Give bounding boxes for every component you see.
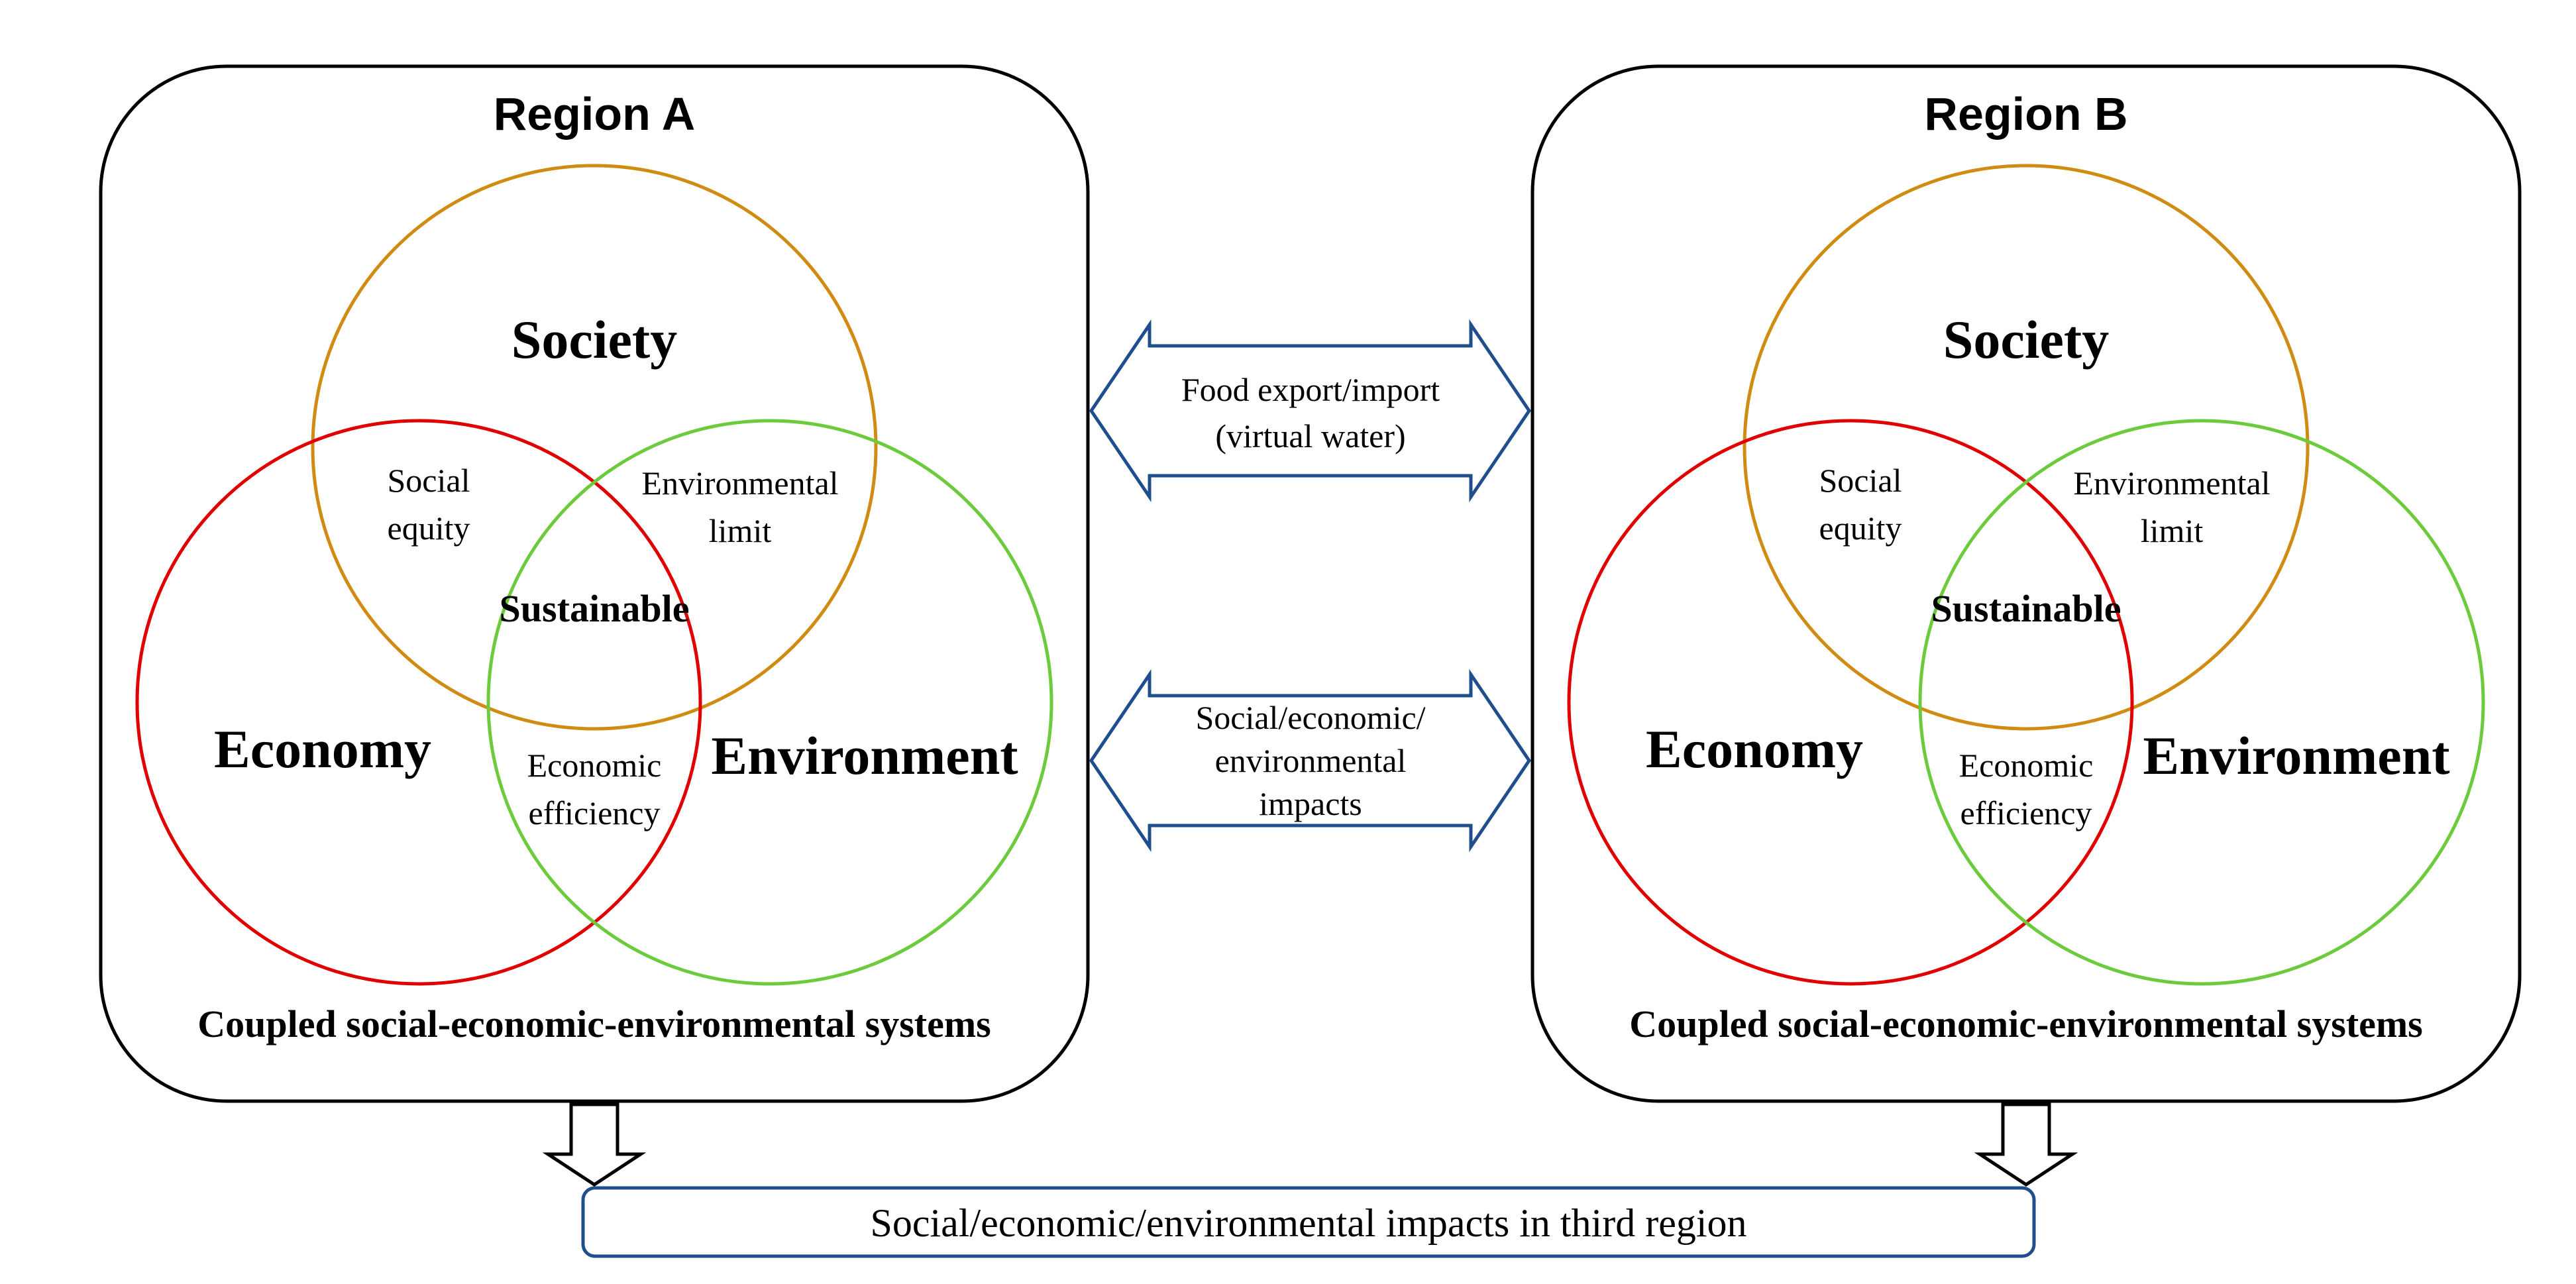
region-b-society-circle — [1743, 164, 2310, 731]
region-b-caption: Coupled social-economic-environmental sy… — [1629, 1002, 2423, 1045]
region-b-sustainable-label: Sustainable — [1931, 587, 2121, 630]
region-b-environment-label: Environment — [2143, 725, 2449, 786]
trade-arrow-line1: Food export/import — [1181, 371, 1440, 408]
region-b-economy-label: Economy — [1646, 719, 1863, 779]
impacts-arrow-line1: Social/economic/ — [1195, 699, 1425, 736]
region-b-econ-eff-line1: Economic — [1959, 747, 2094, 784]
trade-double-arrow — [1089, 319, 1532, 503]
region-b: Region B Society Economy Environment Soc… — [1530, 64, 2522, 1103]
region-a-econ-eff-line2: efficiency — [529, 794, 661, 831]
region-b-env-limit-line1: Environmental — [2073, 464, 2270, 502]
region-a-env-limit-line2: limit — [709, 512, 772, 549]
region-a-environment-circle — [486, 419, 1053, 986]
region-b-society-label: Society — [1943, 309, 2109, 370]
region-a-society-label: Society — [511, 309, 677, 370]
region-a-down-arrow — [542, 1102, 647, 1187]
trade-arrow-line2: (virtual water) — [1215, 417, 1405, 455]
region-a-caption: Coupled social-economic-environmental sy… — [197, 1002, 991, 1045]
region-a-economy-label: Economy — [214, 719, 431, 779]
region-b-economy-circle — [1567, 419, 2134, 986]
region-b-econ-eff-line2: efficiency — [1960, 794, 2092, 831]
impacts-arrow-line2: environmental — [1215, 742, 1407, 779]
region-b-down-arrow — [1974, 1102, 2078, 1187]
region-a-title: Region A — [494, 88, 696, 140]
region-a-social-equity-line2: equity — [388, 509, 470, 547]
region-b-social-equity-line2: equity — [1819, 509, 1902, 547]
region-a-economy-circle — [135, 419, 702, 986]
region-a: Region A Society Economy Environment Soc… — [99, 64, 1090, 1103]
region-a-env-limit-line1: Environmental — [641, 464, 838, 502]
region-a-frame — [99, 64, 1090, 1103]
region-b-env-limit-line2: limit — [2141, 512, 2204, 549]
impacts-double-arrow — [1089, 669, 1532, 853]
region-b-frame — [1530, 64, 2522, 1103]
region-b-title: Region B — [1924, 88, 2127, 140]
region-a-sustainable-label: Sustainable — [500, 587, 690, 630]
region-b-environment-circle — [1918, 419, 2485, 986]
region-b-social-equity-line1: Social — [1819, 462, 1902, 499]
third-region-label: Social/economic/environmental impacts in… — [871, 1201, 1747, 1245]
region-a-society-circle — [311, 164, 878, 731]
region-a-environment-label: Environment — [711, 725, 1018, 786]
impacts-arrow-line3: impacts — [1259, 785, 1362, 822]
region-a-social-equity-line1: Social — [388, 462, 470, 499]
region-a-econ-eff-line1: Economic — [527, 747, 662, 784]
third-region-box — [581, 1186, 2036, 1258]
